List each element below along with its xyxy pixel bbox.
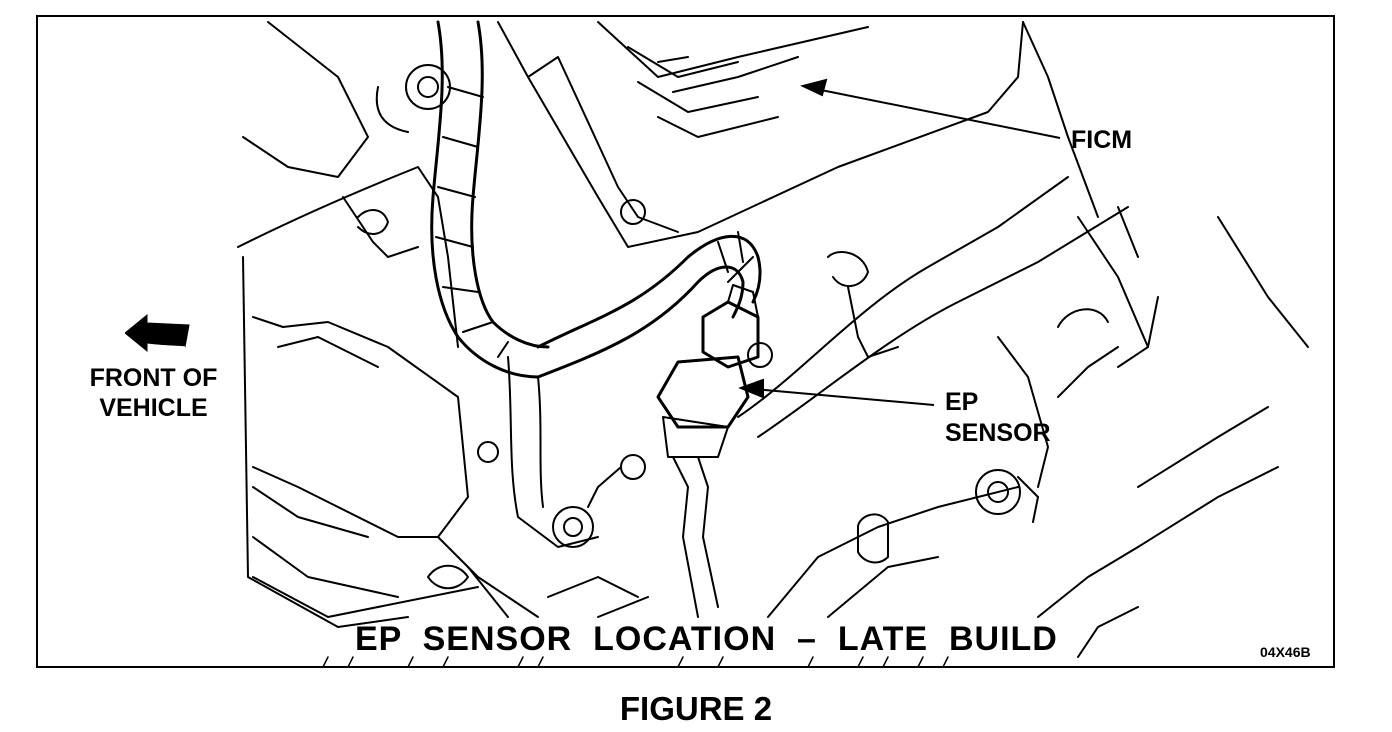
engine-line-drawing — [237, 20, 1309, 666]
left-arrow-icon — [125, 313, 190, 353]
ep-sensor-line1: EP — [945, 388, 979, 416]
front-label-line1: FRONT OF — [89, 364, 218, 392]
caption-title: EP SENSOR LOCATION – LATE BUILD — [355, 620, 1058, 658]
ep-sensor-label: EP SENSOR — [945, 387, 1051, 449]
drawing-code: 04X46B — [1260, 644, 1311, 660]
figure-title: FIGURE 2 — [619, 690, 773, 727]
ep-sensor-line2: SENSOR — [945, 419, 1051, 447]
ficm-label: FICM — [1071, 126, 1133, 154]
front-label-line2: VEHICLE — [99, 394, 208, 422]
figure-frame: FRONT OF VEHICLE FICM EP SENSOR EP SENSO… — [36, 15, 1335, 668]
front-of-vehicle-label: FRONT OF VEHICLE — [76, 363, 231, 423]
